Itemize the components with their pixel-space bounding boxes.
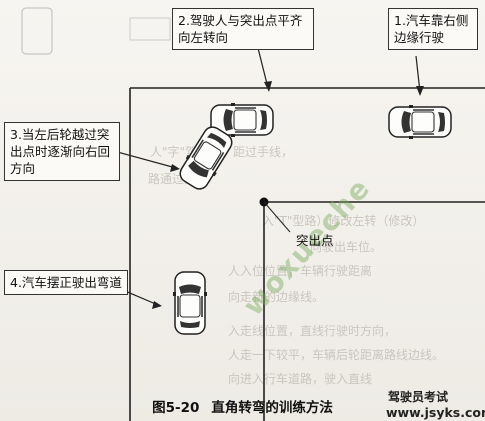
figure-title: 直角转弯的训练方法: [211, 400, 333, 416]
scan-remnant: [21, 7, 53, 55]
car-4-exiting-curve: [172, 271, 208, 335]
figure-caption: 图5-20 直角转弯的训练方法: [0, 396, 485, 416]
callout-3: 3.当左后轮越过突出点时逐渐向右回方向: [4, 122, 120, 181]
protruding-point-label: 突出点: [296, 233, 334, 248]
callout-4: 4.汽车摆正驶出弯道: [4, 270, 128, 295]
car-1-driving-right-edge: [388, 104, 452, 140]
watermark-url: www.jsyks.com: [386, 405, 485, 420]
scan-remnant: [129, 17, 171, 41]
arrow-2: [257, 47, 269, 89]
background-text: 入走线位置，直线行驶时方向，: [228, 324, 397, 338]
callout-1: 1.汽车靠右侧边缘行驶: [388, 8, 478, 50]
background-text: 人走一下较平，车辆后轮距离路线边线。: [228, 348, 445, 362]
point-leader-line: [263, 201, 291, 233]
callout-2: 2.驾驶人与突出点平齐向左转向: [172, 8, 314, 50]
arrow-3: [109, 149, 177, 169]
figure-number: 图5-20: [152, 400, 200, 416]
background-text: 向走新的边缘线。: [228, 290, 325, 304]
background-text: 向驶出车位。: [310, 240, 383, 254]
watermark-site-name: 驾驶员考试: [388, 390, 449, 404]
background-text: 入"T"型路）修改左转（修改）: [262, 214, 425, 228]
